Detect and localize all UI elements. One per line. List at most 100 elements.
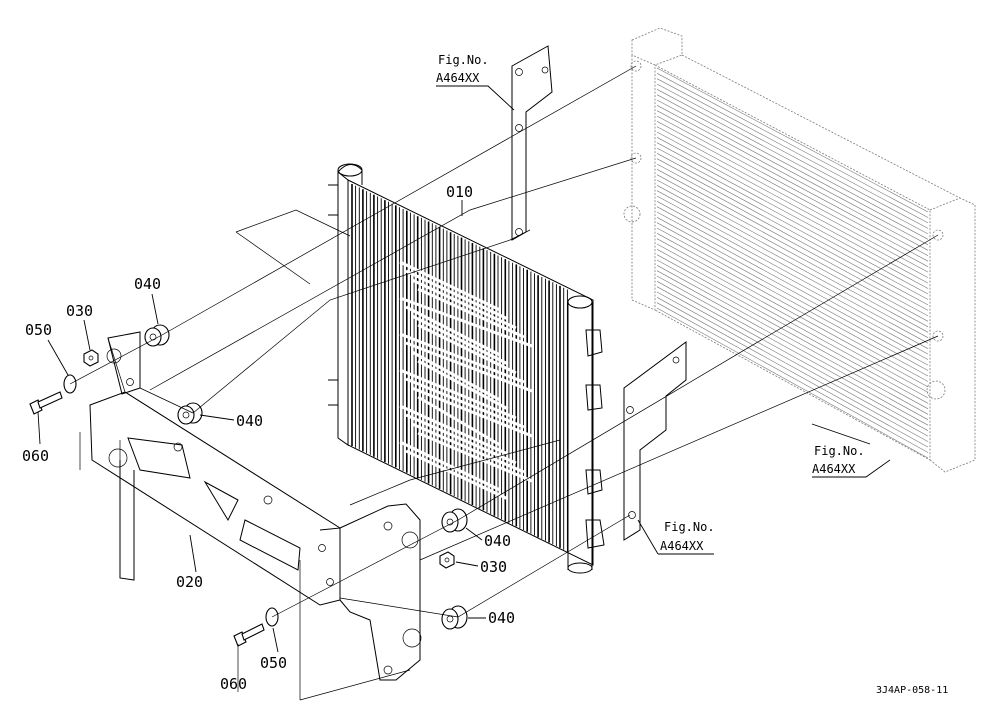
condenser-tube-highlight: [417, 395, 501, 447]
assembly-lines: [69, 65, 939, 701]
grommet-040-b: [177, 402, 203, 425]
grommet-040-d: [441, 605, 468, 630]
frame-020: [89, 331, 341, 606]
nut-030-lower: [439, 551, 455, 569]
radiator-fin-line: [656, 270, 929, 420]
lower-side-bracket: [623, 341, 687, 541]
condenser-tube-highlight: [411, 350, 501, 402]
condenser-tube-highlight: [411, 386, 533, 438]
radiator-fin-line: [656, 211, 929, 360]
condenser-tube-highlight: [399, 296, 533, 348]
fig-ref-top-code: A464XX: [436, 71, 480, 85]
radiator-fin-line: [656, 222, 929, 371]
condenser-tube-highlight: [411, 278, 517, 330]
nut-030-upper: [83, 349, 99, 367]
bolt-060-lower: [233, 623, 265, 647]
radiator-fin-line: [656, 153, 929, 300]
condenser-tube-highlight: [417, 359, 509, 411]
grommet-040-c: [441, 508, 468, 533]
radiator-fin-line: [656, 297, 929, 448]
fig-reference-top: Fig.No. A464XX: [436, 53, 515, 111]
condenser-tube-highlight: [399, 260, 501, 312]
radiator-fin-line: [656, 233, 929, 382]
condenser-tube-highlight: [405, 269, 509, 321]
radiator-fin-line: [656, 190, 929, 338]
radiator-fin-line: [656, 254, 929, 404]
radiator-fin-line: [656, 110, 929, 256]
bolt-060-upper: [29, 391, 63, 415]
radiator-fin-line: [656, 217, 929, 366]
grommet-040-a: [144, 324, 170, 347]
radiator-fin-line: [656, 243, 929, 393]
radiator-fin-line: [656, 179, 929, 328]
radiator-fin-line: [656, 291, 929, 442]
radiator-fin-line: [656, 206, 929, 355]
condenser-tube-highlight: [417, 323, 517, 375]
condenser-tube-highlight: [399, 368, 517, 420]
radiator-fin-line: [656, 249, 929, 399]
condenser-tube-highlight: [417, 287, 525, 339]
radiator-fin-line: [656, 174, 929, 322]
label-040-a: 040: [134, 275, 161, 293]
radiator-fin-line: [656, 89, 929, 235]
condenser-tube-highlight: [417, 431, 533, 483]
upper-side-bracket: [511, 45, 553, 241]
fig-ref-top-title: Fig.No.: [438, 53, 489, 67]
condenser-tube-highlight: [405, 341, 533, 393]
radiator-fin-line: [656, 131, 929, 278]
label-040-d: 040: [488, 609, 515, 627]
condenser-tube-highlight: [405, 413, 517, 465]
condenser-tube-highlight: [405, 449, 509, 501]
radiator-fin-line: [656, 73, 929, 218]
radiator-fin-line: [656, 121, 929, 267]
label-050-lower: 050: [260, 654, 287, 672]
radiator-fin-line: [656, 265, 929, 415]
label-060-upper: 060: [22, 447, 49, 465]
label-060-lower: 060: [220, 675, 247, 693]
radiator-fin-line: [656, 126, 929, 273]
label-030-upper: 030: [66, 302, 93, 320]
radiator-fin-line: [656, 115, 929, 262]
drawing-code: 3J4AP-058-11: [876, 685, 948, 696]
label-010: 010: [446, 183, 473, 201]
condenser-tube-highlight: [399, 440, 501, 492]
condenser-tube-highlight: [411, 422, 525, 474]
part-labels: 010 040 030 050 040 060 020 040 030 040 …: [22, 183, 515, 693]
radiator-fin-line: [656, 259, 929, 410]
condenser-tube-highlight: [399, 332, 525, 384]
radiator-fin-line: [656, 137, 929, 284]
condenser-tube-highlight: [405, 377, 525, 429]
label-030-lower: 030: [480, 558, 507, 576]
radiator-fin-line: [656, 94, 929, 240]
radiator-fin-line: [656, 105, 929, 251]
radiator-fin-line: [656, 302, 929, 453]
radiator-fin-line: [656, 142, 929, 289]
radiator-fin-line: [656, 201, 929, 349]
radiator-fin-line: [656, 185, 929, 333]
radiator-fin-line: [656, 83, 929, 229]
condenser-010: [328, 163, 605, 574]
condenser-tube-highlight: [399, 404, 509, 456]
condenser-tube-highlight: [405, 305, 501, 357]
radiator-fin-line: [656, 78, 929, 224]
radiator-fin-line: [656, 99, 929, 246]
radiator-fin-line: [656, 147, 929, 295]
fig-ref-mid-code: A464XX: [660, 539, 704, 553]
fig-reference-right: Fig.No. A464XX: [811, 423, 891, 478]
condenser-tube-highlight: [411, 314, 509, 366]
fig-ref-right-title: Fig.No.: [814, 444, 865, 458]
radiator-fin-line: [656, 238, 929, 388]
radiator-fin-line: [656, 227, 929, 377]
radiator-fin-line: [656, 307, 929, 459]
lower-mount-bracket: [339, 503, 422, 681]
fig-reference-mid: Fig.No. A464XX: [637, 519, 715, 555]
radiator-fin-line: [656, 67, 929, 213]
radiator-fin-line: [656, 195, 929, 344]
label-040-c: 040: [484, 532, 511, 550]
fig-ref-mid-title: Fig.No.: [664, 520, 715, 534]
label-020: 020: [176, 573, 203, 591]
radiator-fin-line: [656, 281, 929, 431]
label-050-upper: 050: [25, 321, 52, 339]
label-040-b: 040: [236, 412, 263, 430]
